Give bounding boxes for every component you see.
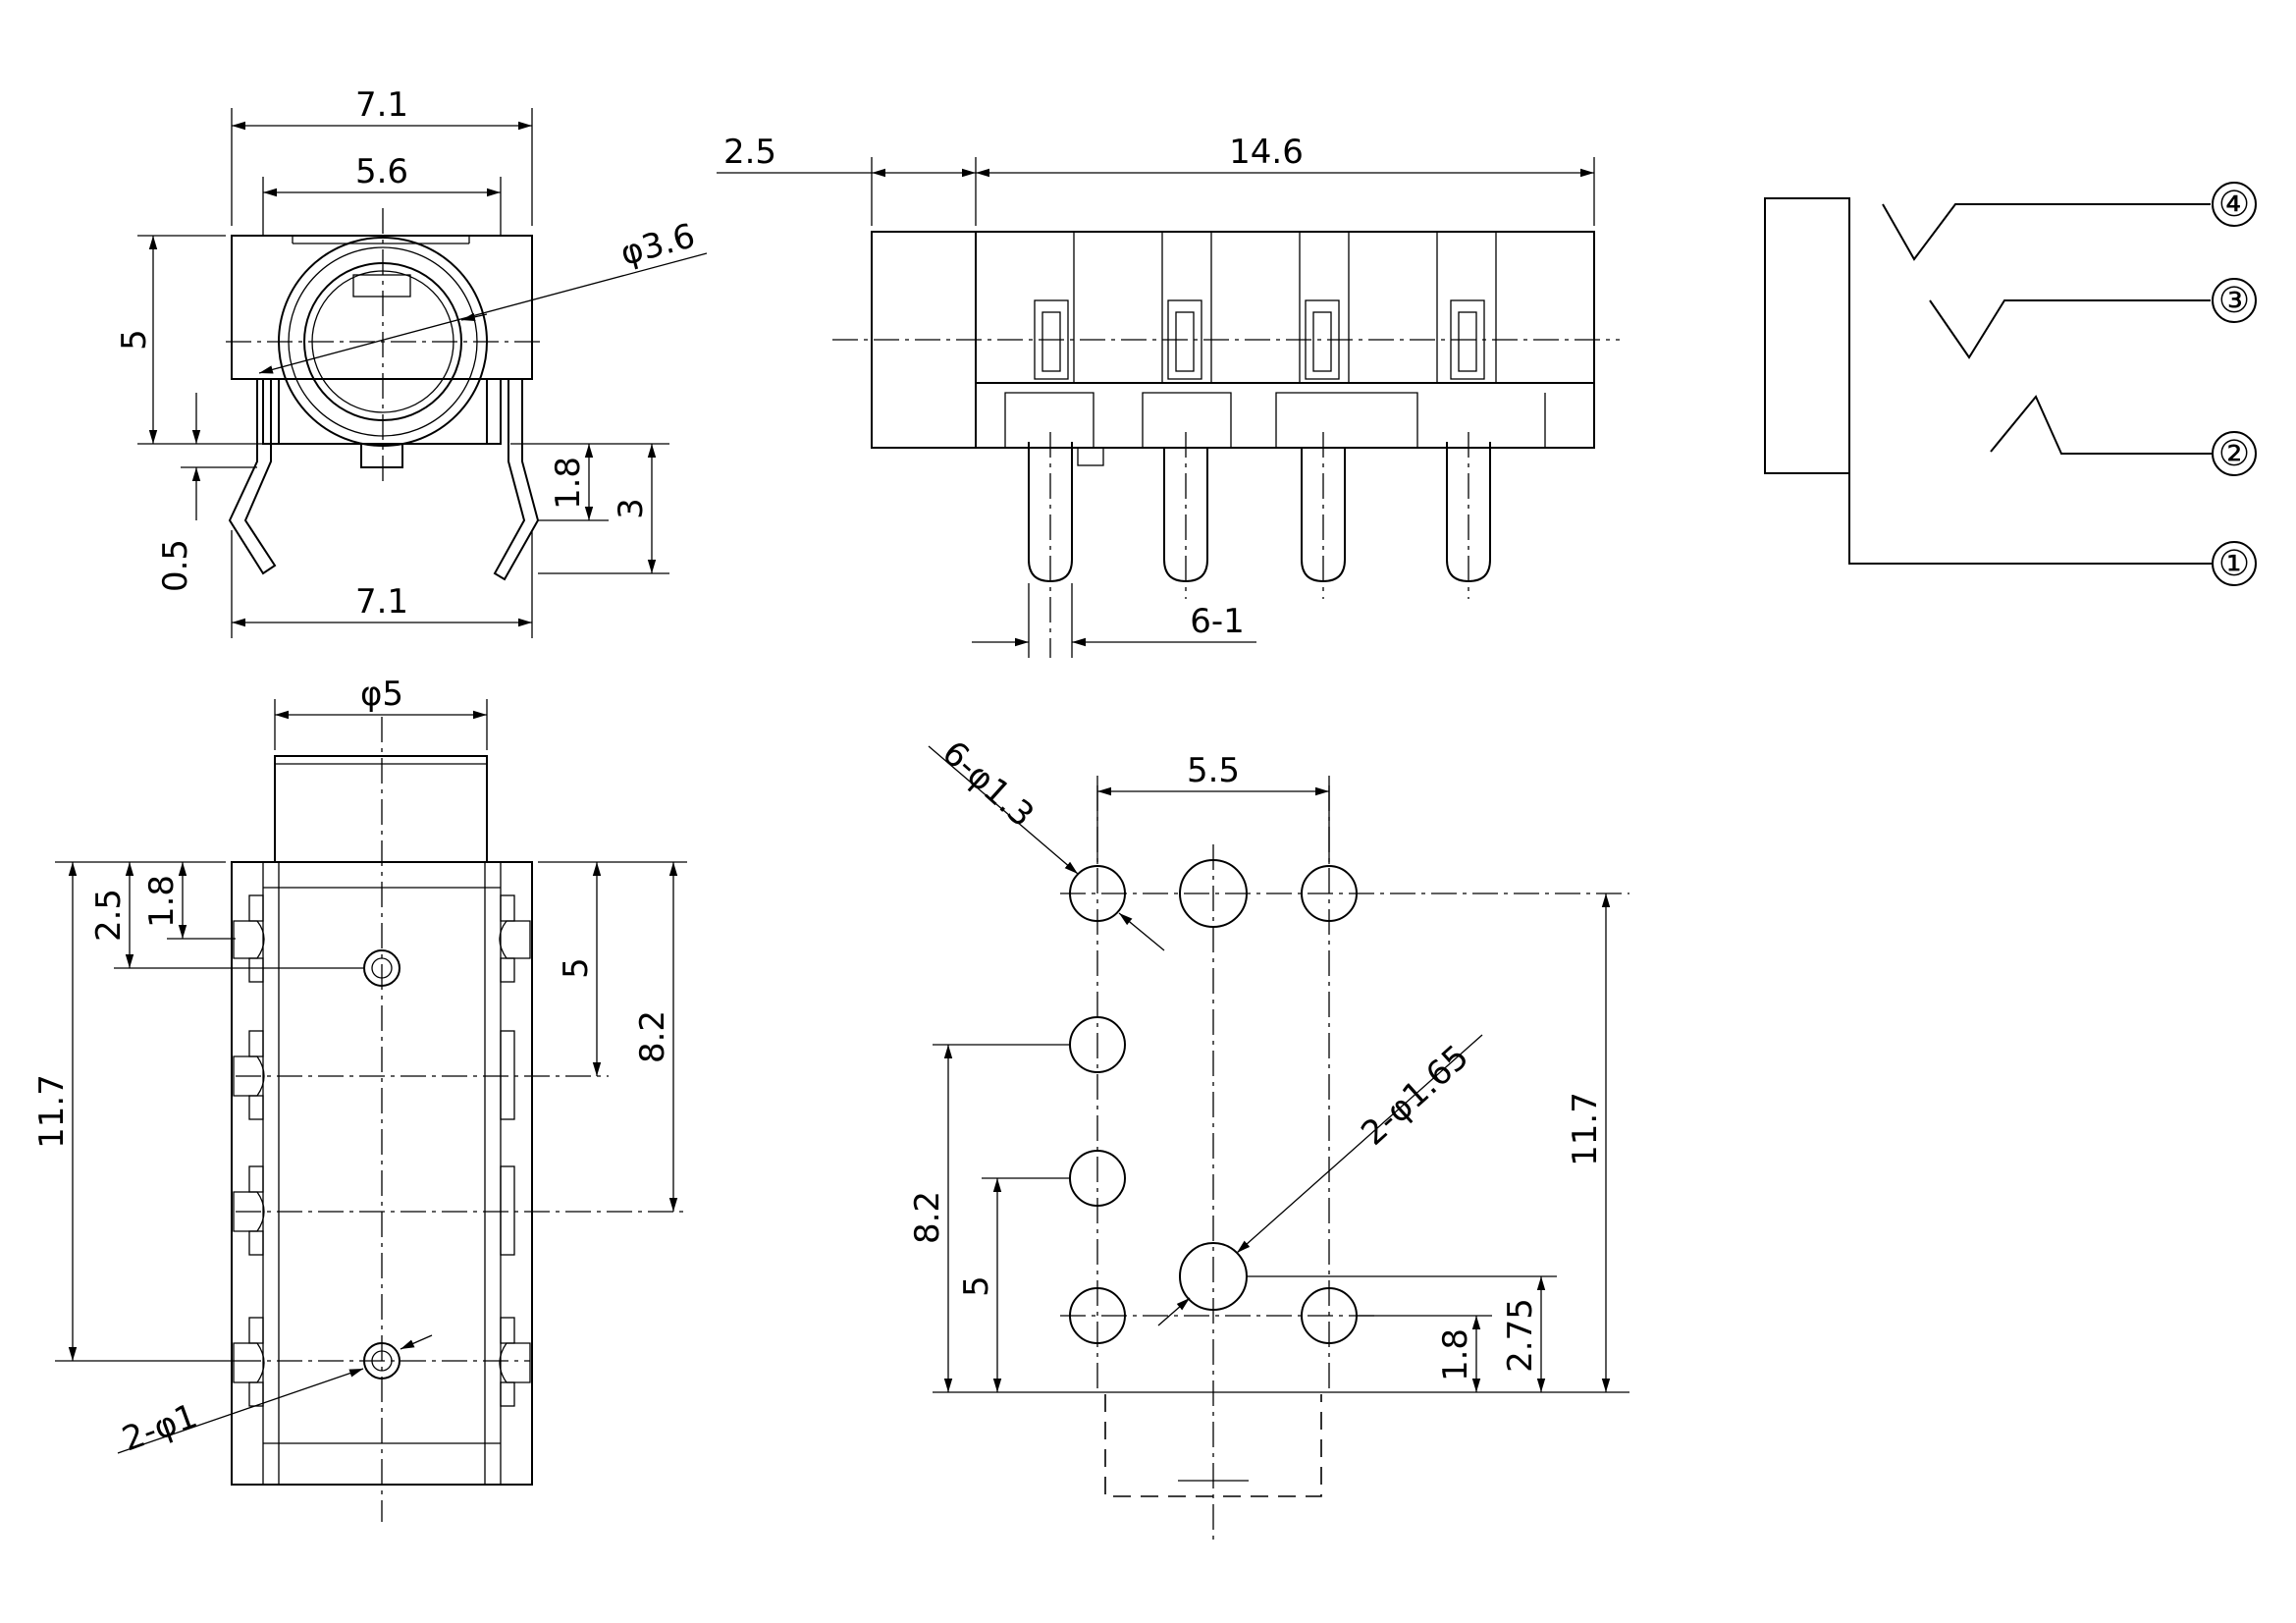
dim-pcb-offset-a: 2.75 [1501, 1298, 1540, 1373]
dim-front-width-bottom: 7.1 [355, 582, 408, 622]
dim-top-pitch-a: 5 [557, 957, 596, 979]
pin-1-circle [2212, 541, 2257, 586]
pin-3-label: ③ [2218, 281, 2250, 321]
dim-side-body-length: 14.6 [1229, 133, 1304, 172]
dim-side-nose-length: 2.5 [723, 133, 776, 172]
side-view: 2.5 14.6 6-1 [717, 133, 1620, 658]
top-view: φ5 11.7 2.5 1.8 5 8.2 2-φ1 [32, 675, 687, 1522]
dim-top-total-length: 11.7 [32, 1074, 72, 1149]
pcb-layout: 5.5 6-φ1.3 2-φ1.65 8.2 5 11.7 2.75 1.8 [908, 733, 1629, 1542]
dim-pcb-post-holes: 2-φ1.65 [1354, 1038, 1476, 1154]
dim-top-offset-b: 1.8 [142, 875, 182, 928]
dim-top-post-holes: 2-φ1 [117, 1396, 202, 1459]
schematic: ④ ③ ② ① [1764, 182, 2257, 586]
dim-pcb-offset-b: 1.8 [1436, 1328, 1475, 1381]
dim-side-pin-count: 6-1 [1190, 602, 1245, 641]
dim-top-offset-a: 2.5 [89, 889, 129, 942]
pin-3-circle [2212, 278, 2257, 323]
dim-front-pin-length: 1.8 [549, 457, 588, 510]
pin-1-label: ① [2218, 544, 2250, 584]
pin-4-label: ④ [2218, 185, 2250, 225]
pin-2-circle [2212, 431, 2257, 476]
dim-top-pitch-b: 8.2 [633, 1010, 672, 1063]
dim-pcb-total-length: 11.7 [1566, 1092, 1605, 1166]
dim-front-pin-total: 3 [612, 498, 651, 519]
dim-front-width-top: 7.1 [355, 85, 408, 125]
dim-top-nose-diameter: φ5 [360, 675, 403, 714]
dim-front-pin-offset: 0.5 [156, 539, 195, 592]
dim-pcb-pitch-b: 8.2 [908, 1191, 947, 1244]
front-view: 7.1 5.6 φ3.6 5 0.5 1.8 3 7.1 [115, 85, 708, 638]
pin-4-circle [2212, 182, 2257, 227]
dim-front-height: 5 [115, 329, 154, 351]
dim-front-inner-width: 5.6 [355, 152, 408, 191]
pin-2-label: ② [2218, 434, 2250, 474]
dim-pcb-pad-holes: 6-φ1.3 [934, 733, 1041, 836]
dim-pcb-pitch-a: 5 [957, 1275, 996, 1297]
dim-front-bore: φ3.6 [616, 216, 699, 273]
dim-pcb-hole-spacing: 5.5 [1187, 751, 1240, 790]
